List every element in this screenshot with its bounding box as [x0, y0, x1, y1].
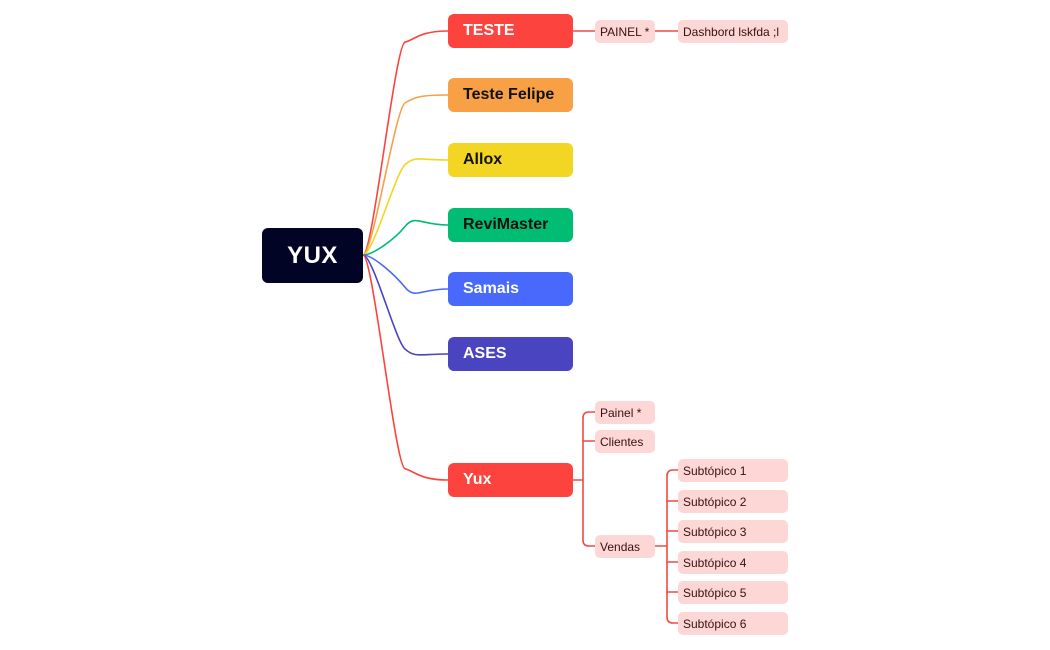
connector-revimaster — [362, 219, 449, 256]
central-topic-yux[interactable]: YUX — [262, 228, 363, 283]
connector-vendas-spine — [666, 469, 679, 624]
subtopic-yux-painel[interactable]: Painel * — [595, 401, 655, 424]
subtopic-teste-painel[interactable]: PAINEL * — [595, 20, 655, 43]
subtopic-vendas-5[interactable]: Subtópico 5 — [678, 581, 788, 604]
topic-yux[interactable]: Yux — [448, 463, 573, 497]
connector-yux — [362, 254, 449, 481]
subtopic-vendas[interactable]: Vendas — [595, 535, 655, 558]
topic-revimaster[interactable]: ReviMaster — [448, 208, 573, 242]
subtopic-vendas-2[interactable]: Subtópico 2 — [678, 490, 788, 513]
subtopic-vendas-4[interactable]: Subtópico 4 — [678, 551, 788, 574]
topic-ases[interactable]: ASES — [448, 337, 573, 371]
topic-samais[interactable]: Samais — [448, 272, 573, 306]
subtopic-vendas-1[interactable]: Subtópico 1 — [678, 459, 788, 482]
connector-samais — [362, 254, 449, 295]
connector-ases — [362, 254, 449, 356]
subtopic-vendas-3[interactable]: Subtópico 3 — [678, 520, 788, 543]
connector-yux-spine — [582, 411, 596, 547]
subtopic-clientes[interactable]: Clientes — [595, 430, 655, 453]
connector-teste-felipe — [362, 94, 449, 256]
subtopic-vendas-6[interactable]: Subtópico 6 — [678, 612, 788, 635]
connector-allox — [362, 158, 449, 256]
topic-teste-felipe[interactable]: Teste Felipe — [448, 78, 573, 112]
connector-teste — [362, 30, 449, 256]
subtopic-dashboard[interactable]: Dashbord lskfda ;l — [678, 20, 788, 43]
topic-teste[interactable]: TESTE — [448, 14, 573, 48]
topic-allox[interactable]: Allox — [448, 143, 573, 177]
